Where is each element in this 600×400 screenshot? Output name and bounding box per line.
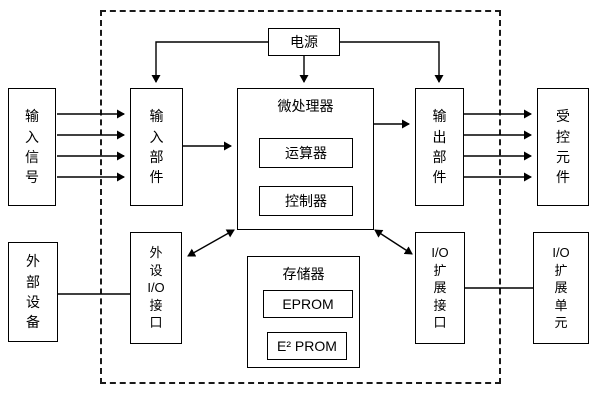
output-unit-label: 输 出 部 件 — [432, 108, 447, 186]
input-signal-block: 输 入 信 号 — [8, 88, 56, 206]
e2prom-label: E² PROM — [277, 337, 337, 354]
memory-label: 存储器 — [282, 266, 325, 282]
peripheral-io-interface-block: 外 设 I/O 接 口 — [130, 232, 182, 344]
power-to-input-unit-wire — [151, 41, 268, 83]
e2prom-block: E² PROM — [267, 332, 347, 360]
alu-label: 运算器 — [285, 144, 327, 161]
io-expansion-interface-block: I/O 扩 展 接 口 — [415, 232, 465, 344]
controlled-element-label: 受 控 元 件 — [556, 108, 570, 186]
controller-block: 控制器 — [259, 186, 353, 216]
io-expansion-unit-block: I/O 扩 展 单 元 — [533, 232, 589, 344]
microprocessor-label: 微处理器 — [277, 98, 334, 114]
alu-block: 运算器 — [259, 138, 353, 168]
output-unit-block: 输 出 部 件 — [415, 88, 464, 206]
peripheral-io-interface-label: 外 设 I/O 接 口 — [147, 245, 165, 331]
mcu-io-expansion-bidirectional-arrow — [374, 229, 413, 255]
io-expansion-interface-label: I/O 扩 展 接 口 — [431, 245, 449, 331]
system-boundary — [100, 10, 501, 384]
input-unit-label: 输 入 部 件 — [149, 108, 164, 186]
eprom-label: EPROM — [282, 295, 334, 312]
mcu-peripheral-io-bidirectional-arrow — [187, 229, 235, 257]
controlled-element-block: 受 控 元 件 — [537, 88, 589, 206]
power-block: 电源 — [268, 28, 340, 56]
io-expansion-unit-label: I/O 扩 展 单 元 — [552, 245, 570, 331]
eprom-block: EPROM — [263, 290, 353, 318]
external-device-label: 外 部 设 备 — [26, 253, 40, 331]
power-label: 电源 — [290, 33, 318, 50]
power-to-output-unit-wire — [340, 41, 444, 83]
input-unit-block: 输 入 部 件 — [130, 88, 183, 206]
controller-label: 控制器 — [285, 192, 327, 209]
input-signal-label: 输 入 信 号 — [25, 108, 39, 186]
external-device-block: 外 部 设 备 — [8, 242, 58, 342]
